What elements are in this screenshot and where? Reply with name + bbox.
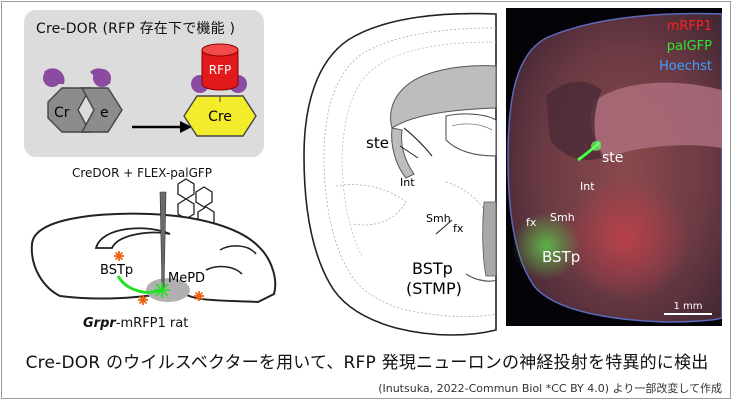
atlas-stmp-label: (STMP) [406, 279, 462, 298]
rfp-cell-marker-icon [138, 295, 148, 305]
rat-caption: Grpr-mRFP1 rat [83, 316, 188, 331]
atlas-fx-label: fx [453, 222, 464, 235]
atlas-smh-label: Smh [426, 212, 451, 225]
ste-leader [399, 145, 419, 159]
cre-assembled [183, 95, 257, 137]
rfp-label: RFP [209, 63, 231, 77]
fluorescence-micrograph: mRFP1 palGFP Hoechst ste Int fx Smh BSTp… [506, 8, 722, 326]
micro-smh-label: Smh [550, 211, 575, 224]
cre-dor-diagram: Cr e RFP Cre [43, 43, 257, 137]
white-matter-lower [391, 127, 415, 179]
white-matter [390, 65, 497, 129]
citation: (Inutsuka, 2022-Commun Biol *CC BY 4.0) … [378, 382, 722, 395]
hippocampus-tissue [590, 82, 722, 158]
rfp-cell-marker-icon [114, 251, 124, 261]
micro-int-label: Int [580, 180, 595, 193]
stria-line [403, 127, 433, 157]
split-right-label: e [100, 105, 109, 121]
gfp-signal-bstp [512, 212, 580, 280]
cre-dor-title: Cre-DOR (RFP 存在下で機能 ) [36, 21, 236, 37]
rfp-signal-region [562, 176, 690, 300]
gfp-projection [116, 275, 161, 294]
legend-mrfp1: mRFP1 [667, 19, 712, 34]
rfp-cylinder-top [201, 43, 239, 57]
atlas-int-label: Int [400, 176, 415, 189]
region-boundary [335, 184, 407, 226]
bstp-leader [435, 219, 453, 235]
micro-fx-label: fx [526, 216, 537, 229]
gene-name: Grpr [83, 316, 116, 331]
gfp-signal-spot [591, 141, 601, 151]
atlas-ste-label: ste [366, 134, 389, 152]
figure-caption: Cre-DOR のウイルスベクターを用いて、RFP 発現ニューロンの神経投射を特… [25, 353, 709, 373]
hemisphere-outline [303, 12, 497, 336]
atlas-section: ste Int Smh fx BSTp (STMP) [303, 12, 497, 336]
scale-label: 1 mm [673, 301, 702, 312]
brainstem-curve [205, 265, 243, 275]
cre-left-half [47, 87, 92, 133]
legend-palgfp: palGFP [667, 39, 712, 54]
hippocampus-inner [451, 123, 493, 131]
rfp-cell-marker-icon [194, 291, 204, 301]
micro-ste-label: ste [602, 150, 623, 166]
white-matter-tissue [546, 81, 602, 160]
atlas-bstp-label: BSTp [412, 259, 453, 278]
bstp-label: BSTp [100, 263, 133, 278]
gfp-injection-site-icon [154, 282, 170, 298]
hypothalamus-region [482, 201, 497, 277]
vector-label: CreDOR + FLEX-palGFP [72, 166, 213, 180]
cortex-boundary [341, 41, 497, 257]
legend-hoechst: Hoechst [659, 59, 712, 74]
cortex-boundary [323, 27, 497, 318]
optic-tract [465, 273, 497, 282]
cre-right-half [80, 87, 123, 133]
receptor-right-icon [93, 69, 111, 87]
receptor-left-icon [43, 69, 61, 87]
rat-strain: -mRFP1 rat [115, 316, 189, 331]
mepd-label: MePD [168, 271, 205, 286]
brain-outline [30, 212, 277, 304]
split-left-label: Cr [54, 105, 70, 121]
assembled-cre-label: Cre [208, 109, 232, 125]
arrowhead-icon [180, 121, 192, 133]
rfp-cylinder-icon [201, 49, 239, 91]
micro-bstp-label: BSTp [542, 248, 580, 266]
cerebellum-curve [219, 245, 257, 255]
hippocampus-outline [94, 227, 171, 249]
rat-brain-diagram: BSTp MePD [30, 178, 277, 305]
